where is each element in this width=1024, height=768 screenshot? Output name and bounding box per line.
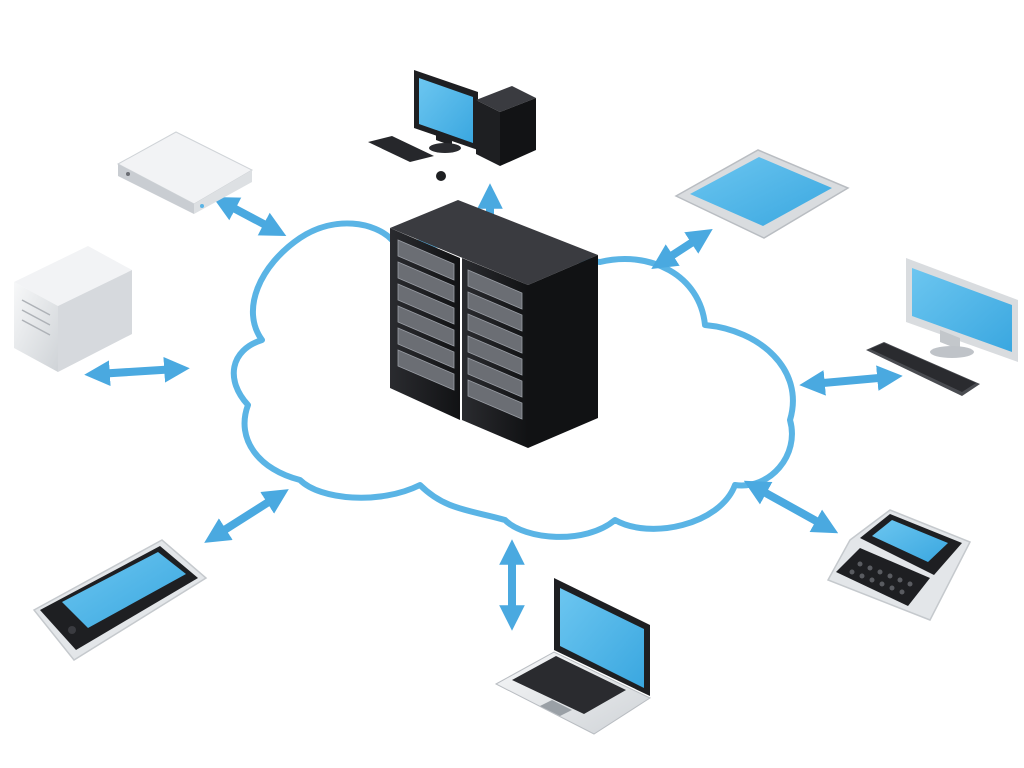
smartphone-icon [32,539,208,661]
monitor-keyboard-icon [866,258,1018,396]
laptop-icon [494,578,652,735]
smartphone-keyboard-icon [826,509,972,621]
tower-server-icon [14,246,132,372]
arrow-tower [84,357,190,386]
tablet-icon [674,149,850,239]
arrow-tablet [651,229,713,269]
arrow-smartphone [204,489,289,543]
arrow-monitor [799,365,903,396]
connection-arrows [84,183,903,631]
network-appliance-icon [116,131,254,214]
desktop-tower-icon [368,70,536,181]
server-rack-icon [390,200,598,448]
arrow-blackberry [743,480,839,534]
arrow-appliance [212,197,287,236]
